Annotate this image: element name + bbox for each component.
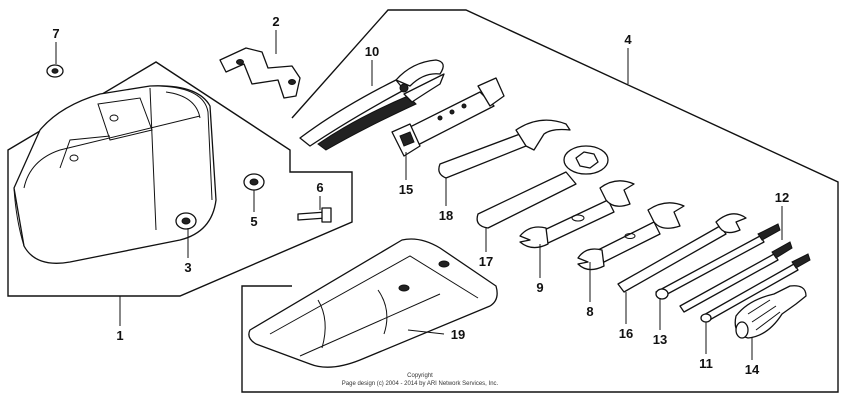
- open-wrench-8: [577, 202, 685, 271]
- callout-10: 10: [365, 44, 379, 59]
- nut-7: [46, 64, 64, 78]
- callout-13: 13: [653, 332, 667, 347]
- callout-2: 2: [272, 14, 279, 29]
- ring-spanner-17: [476, 145, 609, 229]
- bracket-2: [219, 47, 301, 99]
- callout-7: 7: [52, 26, 59, 41]
- screwdriver-13: [655, 223, 781, 300]
- callout-12: 12: [775, 190, 789, 205]
- callout-9: 9: [536, 280, 543, 295]
- callout-1: 1: [116, 328, 123, 343]
- leader-19: [407, 329, 445, 335]
- callout-3: 3: [184, 260, 191, 275]
- callout-15: 15: [399, 182, 413, 197]
- callout-6: 6: [316, 180, 323, 195]
- socket-wrench-15: [391, 77, 505, 157]
- screwdriver-12: [679, 241, 793, 313]
- callout-11: 11: [699, 356, 713, 371]
- open-wrench-9: [519, 180, 635, 249]
- callout-14: 14: [745, 362, 760, 377]
- bolt-6: [297, 207, 332, 223]
- toolbag-group-outline: [7, 61, 353, 297]
- callout-19: 19: [451, 327, 465, 342]
- copyright-title: Copyright: [407, 373, 433, 379]
- pliers-10: [299, 59, 445, 151]
- pin-spanner-18: [438, 119, 571, 179]
- callout-16: 16: [619, 326, 633, 341]
- screwdriver-handle-14: [734, 285, 807, 339]
- callout-4: 4: [624, 32, 632, 47]
- rod-16: [617, 213, 747, 293]
- callout-18: 18: [439, 208, 453, 223]
- grommet-5: [243, 173, 265, 191]
- callout-17: 17: [479, 254, 493, 269]
- tool-bag-1: [13, 85, 217, 264]
- grommet-3: [175, 212, 197, 230]
- copyright-notice: Page design (c) 2004 - 2014 by ARI Netwo…: [342, 381, 499, 387]
- toolkit-group-outline: [241, 9, 839, 393]
- callout-8: 8: [586, 304, 593, 319]
- callout-5: 5: [250, 214, 257, 229]
- tool-pouch-19: [248, 238, 498, 368]
